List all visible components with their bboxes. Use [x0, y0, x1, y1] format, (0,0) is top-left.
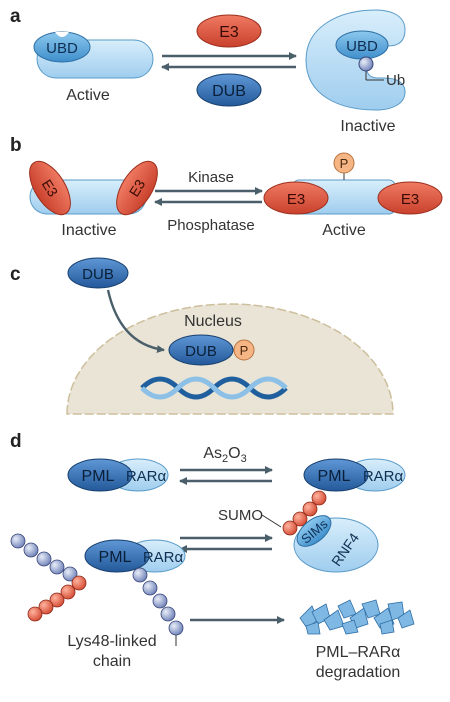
ubd-label-inactive: UBD	[346, 38, 378, 55]
phosphate-c-label: P	[240, 343, 249, 358]
arrow-import	[106, 289, 165, 354]
inactive-label-a: Inactive	[340, 118, 395, 135]
sumo-bead	[71, 575, 87, 591]
dub-c-label-1: DUB	[82, 266, 114, 283]
sumo-bead	[60, 584, 76, 600]
lys48-bead	[132, 567, 148, 583]
pml-label-3: PML	[99, 549, 132, 566]
panel-b-letter: b	[10, 135, 22, 156]
ub-bead	[23, 542, 39, 558]
dub-c-cytoplasm	[67, 257, 129, 289]
inactive-substrate	[305, 9, 406, 111]
ubiquitin-chain-lower	[10, 533, 78, 582]
sumo-bead	[38, 599, 54, 615]
panel-c-letter: c	[10, 264, 21, 285]
fragment	[379, 619, 395, 635]
dna-helix	[140, 376, 288, 400]
panel-a-letter: a	[10, 6, 21, 27]
degradation-label-2: degradation	[316, 664, 401, 681]
dub-enzyme-a	[196, 73, 262, 107]
e3-enzyme-a	[196, 14, 262, 48]
e3-label-a: E3	[219, 24, 239, 41]
panel-d-letter: d	[10, 431, 22, 452]
dub-c-nucleus	[168, 334, 234, 366]
ub-label: Ub	[386, 72, 405, 89]
panel-b: b E3 E3 Inactive Kinase Phosphatase P E3…	[10, 135, 443, 239]
lys48-bead	[142, 580, 158, 596]
e3-b-label-2: E3	[126, 176, 149, 199]
phosphatase-label: Phosphatase	[167, 217, 255, 234]
e3-b-active-left	[263, 181, 329, 215]
lys48-bead	[152, 593, 168, 609]
degradation-label-1: PML–RARα	[316, 644, 401, 661]
sumo-bead-2	[302, 501, 318, 517]
e3-b-inactive-right	[116, 160, 158, 216]
phosphate-b	[333, 152, 355, 174]
sumo-bead-4	[282, 520, 298, 536]
lys48-chain	[132, 567, 184, 636]
ubd-label-active: UBD	[46, 40, 78, 57]
degraded-fragments	[299, 599, 415, 635]
sumo-pointer	[261, 514, 282, 528]
lys48-label-1: Lys48-linked	[67, 633, 156, 650]
sims-domain	[296, 515, 332, 547]
ub-bead	[36, 551, 52, 567]
kinase-label: Kinase	[188, 169, 234, 186]
pml-label-2: PML	[318, 468, 351, 485]
e3-b-active-right	[377, 181, 443, 215]
ub-bead	[62, 566, 78, 582]
fragment	[305, 621, 321, 635]
lys48-label-2: chain	[93, 653, 131, 670]
lys48-bead	[168, 620, 184, 636]
panel-a: a UBD Active E3 DUB UBD Ub Inactive	[10, 6, 406, 135]
sumo-bead	[27, 606, 43, 622]
sumo-bead	[49, 592, 65, 608]
e3-b-inactive-left	[29, 160, 71, 216]
dub-c-label-2: DUB	[185, 343, 217, 360]
active-label: Active	[66, 87, 110, 104]
e3-b-label-4: E3	[401, 191, 419, 208]
pml-domain-3	[84, 539, 150, 573]
sumo-label: SUMO	[218, 507, 263, 524]
fragment	[397, 609, 415, 629]
sumo-bead-1	[311, 490, 327, 506]
ub-bead	[10, 533, 26, 549]
sumo-chain	[282, 490, 327, 536]
rara-label-1: RARα	[126, 468, 167, 485]
e3-b-label-3: E3	[287, 191, 305, 208]
nucleus-label: Nucleus	[184, 313, 242, 330]
as2o3-label: As2O3	[203, 445, 246, 465]
pml-domain-2	[303, 458, 369, 492]
ubiquitin-bead	[358, 56, 374, 72]
ubd-notch	[55, 32, 69, 37]
fragment	[341, 619, 359, 635]
pml-domain-1	[67, 458, 133, 492]
sumo-bead-3	[292, 511, 308, 527]
rara-label-3: RARα	[143, 549, 184, 566]
phosphate-c	[233, 339, 255, 361]
ub-bead	[49, 559, 65, 575]
inactive-label-b: Inactive	[61, 222, 116, 239]
sumo-chain-lower	[27, 575, 87, 622]
panel-c: c Nucleus DUB DUB P	[10, 257, 394, 415]
active-label-b: Active	[322, 222, 366, 239]
lys48-bead	[160, 606, 176, 622]
dub-label-a: DUB	[212, 83, 246, 100]
nucleus	[66, 303, 394, 415]
e3-b-label-1: E3	[39, 176, 62, 199]
phosphate-b-label: P	[340, 156, 349, 171]
rara-label-2: RARα	[363, 468, 404, 485]
pml-label-1: PML	[82, 468, 115, 485]
dna-strand-2	[140, 376, 288, 400]
panel-d: d PML RARα As2O3 PML RARα SUMO SIMs RNF4	[10, 431, 415, 681]
